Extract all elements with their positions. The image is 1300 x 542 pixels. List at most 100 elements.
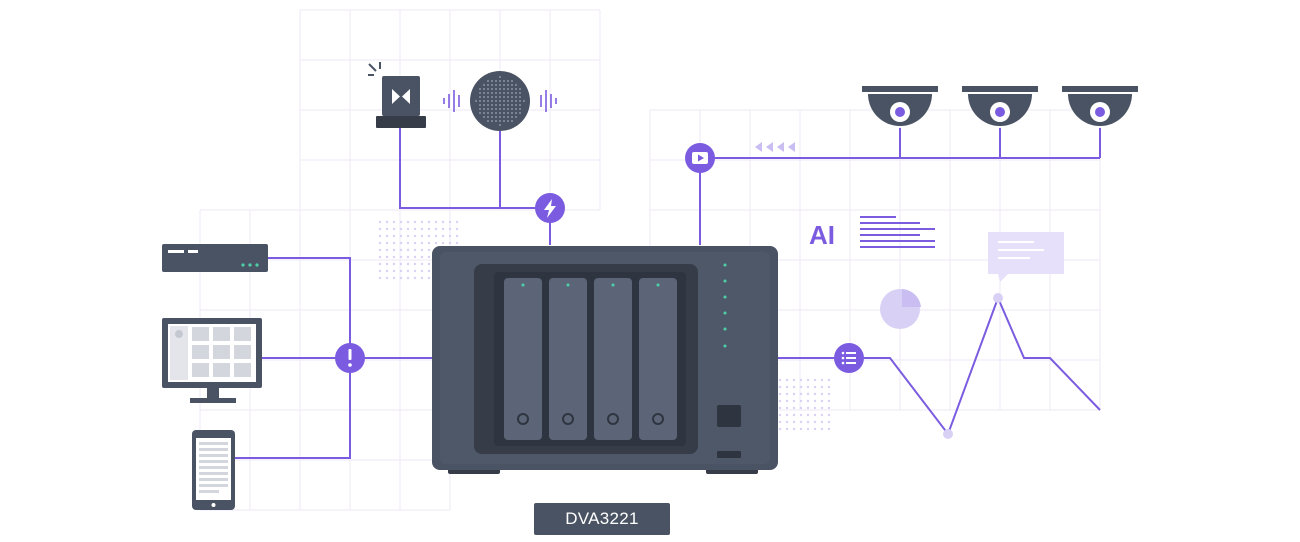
pattern-dot [827,420,831,424]
pattern-dot [785,420,789,424]
speaker-grille-dot [515,88,517,90]
speaker-grille-dot [487,104,489,106]
pattern-dot [427,255,431,259]
speaker-grille-dot [479,100,481,102]
speaker-grille-dot [483,92,485,94]
speaker-grille-dot [511,100,513,102]
speaker-grille-dot [487,120,489,122]
speaker-grille-dot [495,112,497,114]
pattern-dot [441,234,445,238]
speaker-grille-dot [507,116,509,118]
dome-camera-3 [1062,86,1138,126]
speaker-grille-dot [503,96,505,98]
speaker-grille-dot [483,84,485,86]
speaker-grille-dot [515,96,517,98]
speaker-grille-dot [507,108,509,110]
pattern-dot [420,248,424,252]
pattern-dot [427,241,431,245]
pattern-dot [385,220,389,224]
pattern-dot [448,227,452,231]
pattern-dot [406,241,410,245]
pattern-dot [434,234,438,238]
pattern-dot [413,255,417,259]
pattern-dot [392,262,396,266]
pattern-dot [778,413,782,417]
pattern-dot [378,276,382,280]
speaker-grille-dot [503,88,505,90]
alert-icon [335,343,365,373]
pattern-dot [813,399,817,403]
pattern-dot [785,399,789,403]
speaker-grille-dot [487,100,489,102]
pattern-dot [434,241,438,245]
speaker-grille-dot [503,120,505,122]
speaker-device [443,71,557,131]
pattern-dot [406,269,410,273]
speaker-grille-dot [499,108,501,110]
pattern-dot [455,241,459,245]
pattern-dot [799,413,803,417]
speaker-grille-dot [499,84,501,86]
speaker-grille-dot [511,84,513,86]
pattern-dot [420,241,424,245]
camera-feed-icon [685,143,715,173]
speaker-grille-dot [491,112,493,114]
pattern-dot [406,227,410,231]
pattern-dot [441,220,445,224]
speaker-grille-dot [515,92,517,94]
pattern-dot [406,248,410,252]
pattern-dot [413,241,417,245]
speaker-grille-dot [487,112,489,114]
pattern-dot [392,255,396,259]
pattern-dot [778,406,782,410]
pattern-dot [413,276,417,280]
pattern-dot [806,392,810,396]
speaker-grille-dot [491,116,493,118]
speaker-grille-dot [483,116,485,118]
nvr-box [162,244,268,272]
speaker-grille-dot [499,100,501,102]
pattern-dot [799,427,803,431]
speaker-grille-dot [503,112,505,114]
pattern-dot [785,413,789,417]
pattern-dot [820,385,824,389]
pattern-dot [392,220,396,224]
speaker-grille-dot [483,100,485,102]
smartphone [192,430,235,510]
pattern-dot [813,378,817,382]
pattern-dot [399,248,403,252]
pattern-dot [806,385,810,389]
speaker-grille-dot [515,116,517,118]
status-leds [723,263,727,348]
speaker-grille-dot [495,108,497,110]
speaker-grille-dot [511,92,513,94]
speaker-grille-dot [487,80,489,82]
pattern-dot [399,262,403,266]
pattern-dot [441,227,445,231]
model-label: DVA3221 [534,503,670,535]
speaker-grille-dot [507,92,509,94]
speaker-grille-dot [491,96,493,98]
pattern-dot [799,378,803,382]
speaker-grille-dot [495,80,497,82]
pattern-dot [392,234,396,238]
pattern-dot [378,234,382,238]
pattern-dot [413,262,417,266]
dot-pattern-right [778,378,831,431]
chat-bubble-icon [988,232,1064,282]
speaker-grille-dot [487,92,489,94]
speaker-grille-dot [515,108,517,110]
alarm-device [368,62,426,128]
pattern-dot [385,269,389,273]
speaker-grille-dot [507,112,509,114]
speaker-grille-dot [479,104,481,106]
speaker-grille-dot [487,108,489,110]
pattern-dot [385,234,389,238]
pattern-dot [441,241,445,245]
pattern-dot [806,378,810,382]
pattern-dot [378,241,382,245]
speaker-grille-dot [479,96,481,98]
pattern-dot [799,406,803,410]
pattern-dot [413,220,417,224]
speaker-grille-dot [503,108,505,110]
